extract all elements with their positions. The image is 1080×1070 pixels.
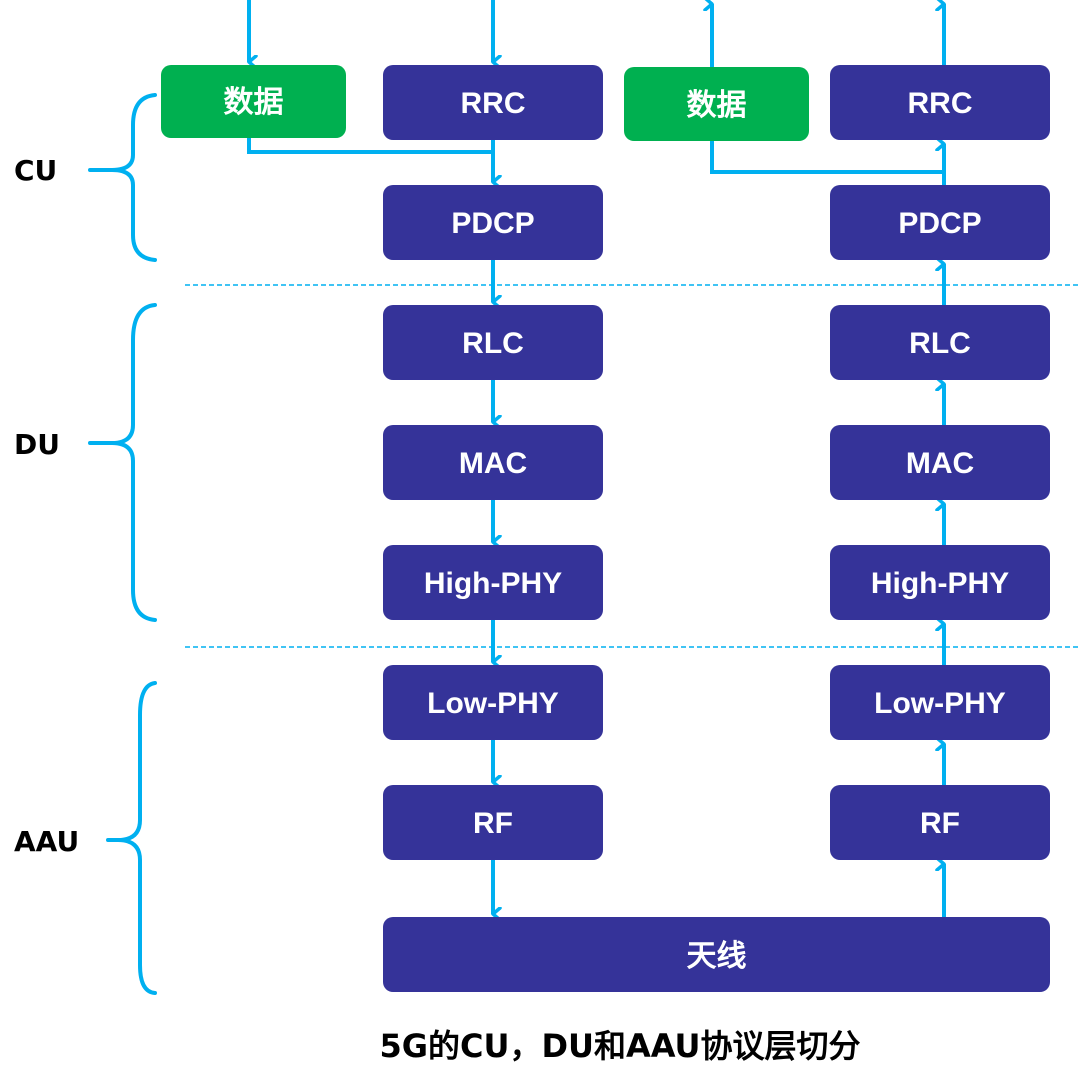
uplink-data-label: 数据 bbox=[687, 89, 747, 122]
downlink-data-label: 数据 bbox=[224, 86, 284, 119]
group-label-cu: CU bbox=[14, 154, 57, 187]
brace-aau-icon bbox=[106, 681, 157, 995]
downlink-layer-high-phy: High-PHY bbox=[383, 545, 603, 620]
uplink-layer-rf: RF bbox=[830, 785, 1050, 860]
downlink-layer-rrc: RRC bbox=[383, 65, 603, 140]
downlink-layer-mac: MAC bbox=[383, 425, 603, 500]
uplink-layer-high-phy: High-PHY bbox=[830, 545, 1050, 620]
uplink-layer-box-bg bbox=[830, 305, 1050, 380]
uplink-layer-box-bg bbox=[830, 185, 1050, 260]
downlink-layer-label: Low-PHY bbox=[427, 687, 559, 720]
downlink-layer-rf: RF bbox=[383, 785, 603, 860]
downlink-layer-label: PDCP bbox=[451, 207, 534, 240]
downlink-layer-low-phy: Low-PHY bbox=[383, 665, 603, 740]
uplink-layer-rlc: RLC bbox=[830, 305, 1050, 380]
uplink-pdcp-to-data-connector bbox=[710, 141, 944, 174]
uplink-layer-box-bg bbox=[830, 785, 1050, 860]
uplink-layer-label: RF bbox=[920, 807, 960, 840]
downlink-layer-box-bg bbox=[383, 545, 603, 620]
uplink-layer-pdcp: PDCP bbox=[830, 185, 1050, 260]
antenna-label: 天线 bbox=[687, 940, 747, 973]
group-label-aau: AAU bbox=[14, 825, 79, 858]
uplink-layer-label: RRC bbox=[908, 87, 973, 120]
uplink-layer-box-bg bbox=[830, 665, 1050, 740]
uplink-layer-label: High-PHY bbox=[871, 567, 1009, 600]
arrow-layer bbox=[247, 0, 946, 917]
uplink-layer-label: RLC bbox=[909, 327, 971, 360]
downlink-layer-box-bg bbox=[383, 425, 603, 500]
group-label-du: DU bbox=[14, 428, 60, 461]
downlink-layer-label: RRC bbox=[461, 87, 526, 120]
uplink-layer-label: MAC bbox=[906, 447, 974, 480]
downlink-layer-box-bg bbox=[383, 665, 603, 740]
downlink-data-box: 数据 bbox=[161, 65, 346, 138]
uplink-layer-box-bg bbox=[830, 425, 1050, 500]
uplink-layer-low-phy: Low-PHY bbox=[830, 665, 1050, 740]
downlink-layer-box-bg bbox=[383, 65, 603, 140]
downlink-layer-label: High-PHY bbox=[424, 567, 562, 600]
uplink-data-box: 数据 bbox=[624, 67, 809, 141]
layer-boxes: RRC PDCP RLC MAC High-PHY Low-PHY RF RRC PDCP RLC… bbox=[383, 65, 1050, 860]
downlink-layer-box-bg bbox=[383, 185, 603, 260]
uplink-layer-rrc: RRC bbox=[830, 65, 1050, 140]
uplink-layer-label: PDCP bbox=[898, 207, 981, 240]
diagram-title: 5G的CU，DU和AAU协议层切分 bbox=[379, 1027, 860, 1065]
uplink-layer-label: Low-PHY bbox=[874, 687, 1006, 720]
antenna-box: 天线 bbox=[383, 917, 1050, 992]
downlink-layer-label: RF bbox=[473, 807, 513, 840]
uplink-layer-mac: MAC bbox=[830, 425, 1050, 500]
downlink-layer-box-bg bbox=[383, 305, 603, 380]
uplink-layer-box-bg bbox=[830, 65, 1050, 140]
brace-du-icon bbox=[88, 303, 157, 622]
uplink-layer-box-bg bbox=[830, 545, 1050, 620]
downlink-layer-rlc: RLC bbox=[383, 305, 603, 380]
downlink-layer-box-bg bbox=[383, 785, 603, 860]
downlink-layer-label: RLC bbox=[462, 327, 524, 360]
downlink-layer-pdcp: PDCP bbox=[383, 185, 603, 260]
downlink-data-to-pdcp-connector bbox=[247, 138, 493, 154]
brace-cu-icon bbox=[88, 93, 157, 262]
downlink-layer-label: MAC bbox=[459, 447, 527, 480]
